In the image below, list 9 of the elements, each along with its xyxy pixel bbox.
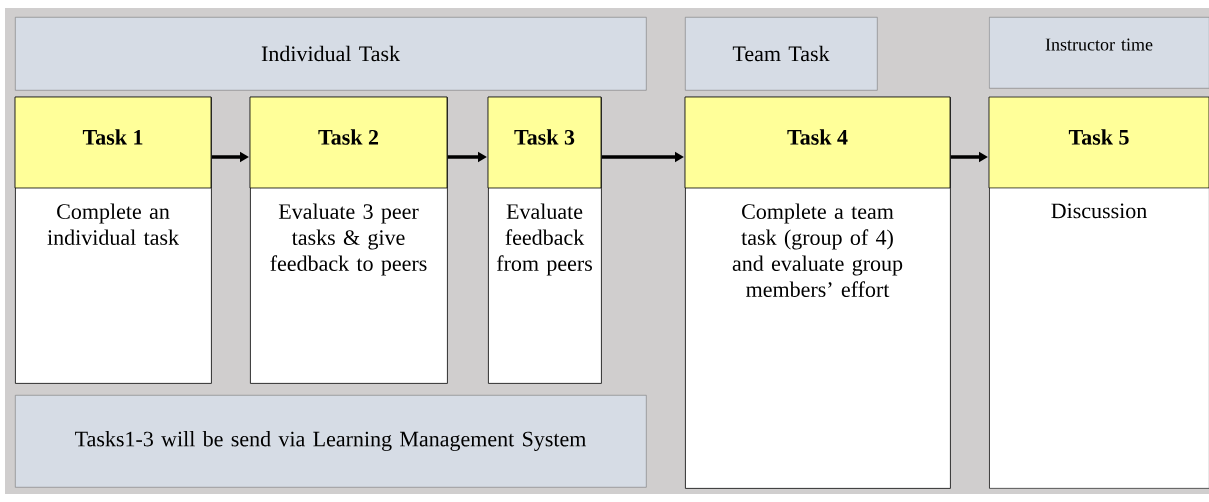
band-box: Tasks1-3 will be send via Learning Management System xyxy=(15,395,647,488)
band-box: Team Task xyxy=(685,17,878,91)
band-box: Individual Task xyxy=(15,17,647,91)
band-box: Instructor time xyxy=(989,17,1209,89)
task-box: Task 4 Complete a team task (group of 4) and evaluate group members’ effort xyxy=(684,96,951,489)
task-box: Task 3 Evaluate feedback from peers xyxy=(487,96,602,384)
task-box: Task 2 Evaluate 3 peer tasks & give feedback to peers xyxy=(249,96,448,384)
task-box: Task 5 Discussion xyxy=(988,96,1209,489)
task-box: Task 1 Complete an individual task xyxy=(14,96,212,384)
